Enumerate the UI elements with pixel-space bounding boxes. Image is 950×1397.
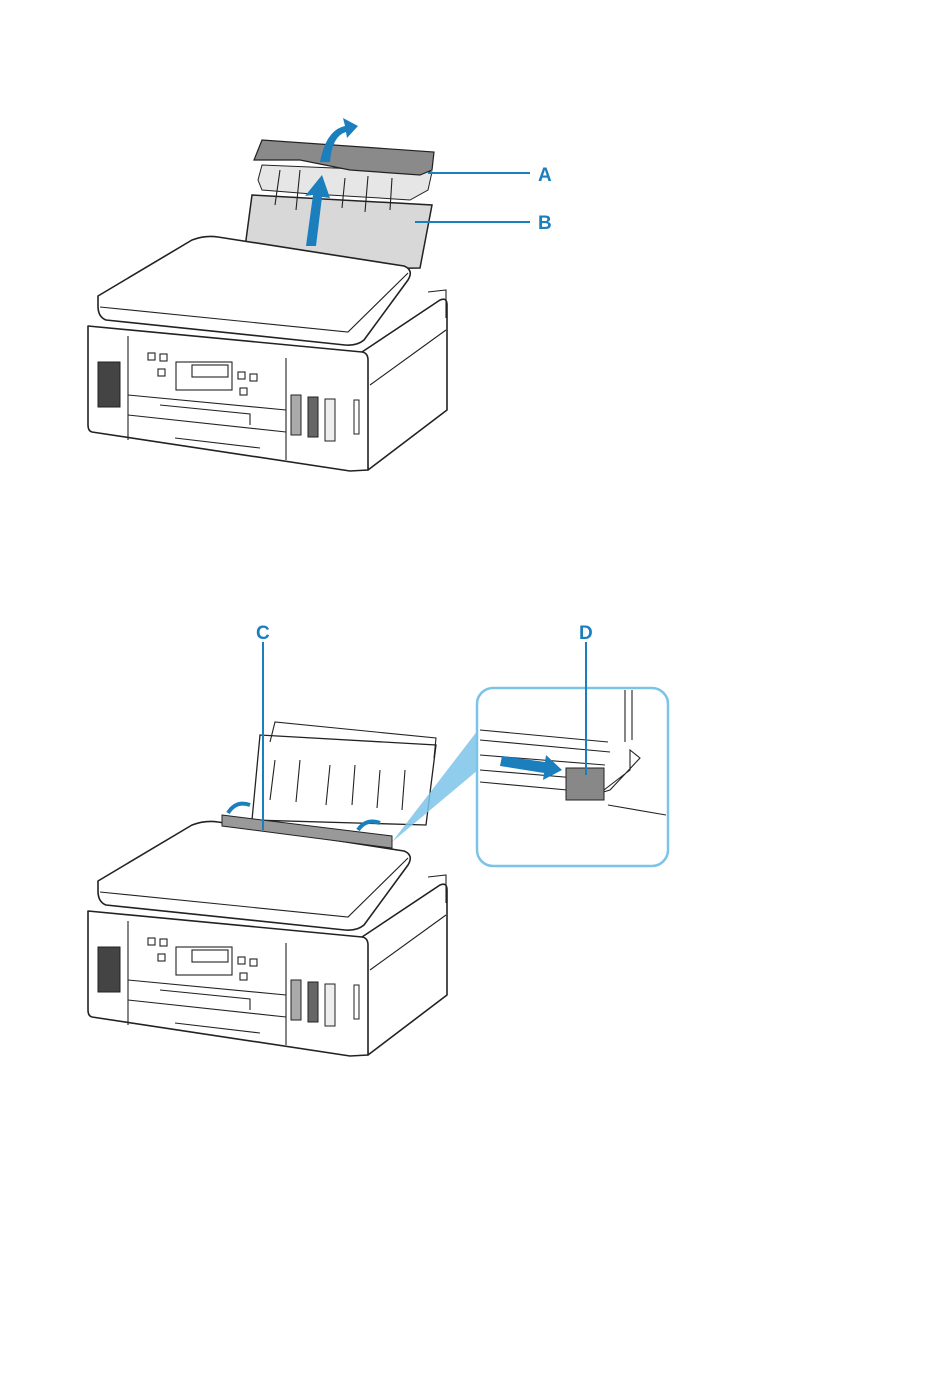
- rotate-arrow-icon: [320, 118, 358, 162]
- label-b: B: [538, 213, 552, 234]
- rear-tray-cover-a: [253, 139, 435, 176]
- lift-arrow-icon: [305, 175, 330, 246]
- figure-1-printer-open-support: A B: [87, 118, 552, 472]
- open-arrow-icon: [226, 801, 251, 815]
- label-a: A: [538, 165, 552, 186]
- label-c: C: [256, 623, 270, 644]
- callout-wedge: [392, 730, 478, 842]
- figure-2-printer-feed-slot: C D: [87, 623, 670, 1057]
- slide-arrow-icon: [500, 755, 562, 780]
- label-d: D: [579, 623, 593, 644]
- open-arrow-icon: [356, 819, 381, 832]
- feed-slot-cover-c: [221, 814, 393, 849]
